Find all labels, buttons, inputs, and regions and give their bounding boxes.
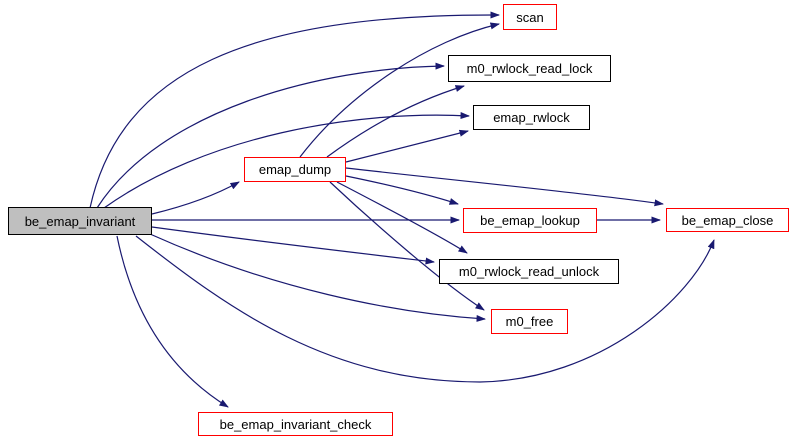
node-be-emap-invariant-check[interactable]: be_emap_invariant_check: [198, 412, 393, 436]
edge-be_emap_invariant-to-m0_rwlock_read_unlock: [151, 226, 435, 265]
edge-emap_dump-to-scan: [299, 22, 500, 158]
node-be-emap-close[interactable]: be_emap_close: [666, 208, 789, 232]
edge-be_emap_invariant-to-be_emap_close: [135, 235, 715, 383]
node-m0-rwlock-read-lock[interactable]: m0_rwlock_read_lock: [448, 55, 611, 82]
edge-emap_dump-to-m0_rwlock_read_unlock: [336, 181, 468, 254]
node-be-emap-lookup[interactable]: be_emap_lookup: [463, 208, 597, 233]
node-emap-dump[interactable]: emap_dump: [244, 157, 346, 182]
edge-emap_dump-to-be_emap_lookup: [345, 175, 459, 205]
edge-emap_dump-to-m0_rwlock_read_lock: [326, 85, 465, 158]
edge-be_emap_invariant-to-emap_dump: [151, 181, 240, 215]
edge-emap_dump-to-be_emap_close: [345, 167, 664, 207]
edge-be_emap_invariant-to-be_emap_invariant_check: [116, 235, 229, 408]
edge-be_emap_invariant-to-scan: [89, 11, 500, 209]
node-m0-rwlock-read-unlock[interactable]: m0_rwlock_read_unlock: [439, 259, 619, 284]
node-emap-rwlock[interactable]: emap_rwlock: [473, 105, 590, 130]
edge-be_emap_invariant-to-emap_rwlock: [103, 112, 470, 209]
node-scan[interactable]: scan: [503, 4, 557, 30]
node-m0-free[interactable]: m0_free: [491, 309, 568, 334]
edge-be_emap_invariant-to-m0_free: [149, 233, 486, 322]
node-be-emap-invariant: be_emap_invariant: [8, 207, 152, 235]
edge-be_emap_invariant-to-m0_rwlock_read_lock: [96, 62, 445, 209]
edge-emap_dump-to-emap_rwlock: [345, 129, 469, 163]
edge-emap_dump-to-m0_free: [329, 181, 485, 311]
